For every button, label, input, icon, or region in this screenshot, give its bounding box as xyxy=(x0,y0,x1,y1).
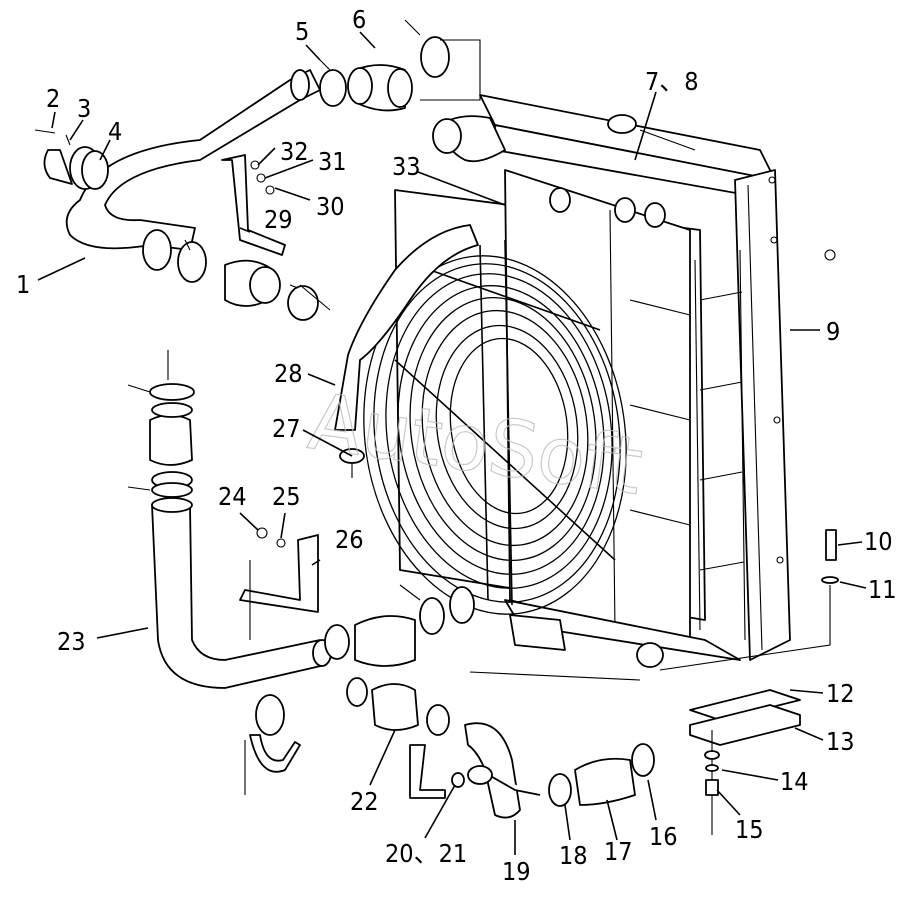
callout-7-8: 7、8 xyxy=(645,67,699,96)
callout-17: 17 xyxy=(604,837,633,866)
callout-31: 31 xyxy=(318,147,347,176)
callout-labels: 1 2 3 4 5 6 7、8 9 10 11 12 13 14 15 16 1… xyxy=(16,5,897,886)
callout-25: 25 xyxy=(272,482,301,511)
callout-2: 2 xyxy=(46,84,60,113)
callout-10: 10 xyxy=(864,527,893,556)
callout-16: 16 xyxy=(649,822,678,851)
callout-24: 24 xyxy=(218,482,247,511)
callout-19: 19 xyxy=(502,857,531,886)
callout-28: 28 xyxy=(274,359,303,388)
callout-15: 15 xyxy=(735,815,764,844)
callout-13: 13 xyxy=(826,727,855,756)
callout-1: 1 xyxy=(16,270,30,299)
callout-14: 14 xyxy=(780,767,809,796)
radiator-assembly xyxy=(394,94,836,668)
callout-33: 33 xyxy=(392,152,421,181)
callout-20-21: 20、21 xyxy=(385,839,467,868)
callout-9: 9 xyxy=(826,317,840,346)
callout-23: 23 xyxy=(57,627,86,656)
callout-32: 32 xyxy=(280,137,309,166)
mount-group xyxy=(469,529,839,835)
callout-22: 22 xyxy=(350,787,379,816)
callout-4: 4 xyxy=(108,117,122,146)
callout-29: 29 xyxy=(264,205,293,234)
callout-12: 12 xyxy=(826,679,855,708)
callout-18: 18 xyxy=(559,841,588,870)
fan-guard xyxy=(363,239,627,615)
callout-6: 6 xyxy=(352,5,366,34)
callout-3: 3 xyxy=(77,94,91,123)
callout-11: 11 xyxy=(868,575,897,604)
small-hose-group xyxy=(346,677,655,819)
callout-5: 5 xyxy=(295,17,309,46)
callout-30: 30 xyxy=(316,192,345,221)
leader-lines xyxy=(37,31,867,855)
upper-hose-group xyxy=(34,19,481,321)
callout-26: 26 xyxy=(335,525,364,554)
lower-hose-group xyxy=(127,350,475,795)
callout-27: 27 xyxy=(272,414,301,443)
